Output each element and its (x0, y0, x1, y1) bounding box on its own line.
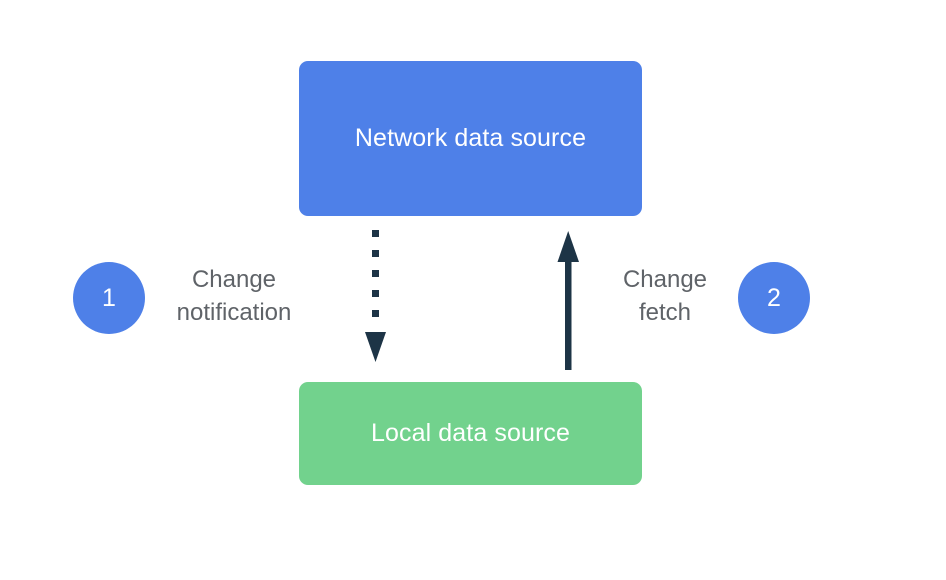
step-badge-1: 1 (73, 262, 145, 334)
node-network-data-source-label: Network data source (354, 124, 587, 153)
step-badge-2-number: 2 (767, 283, 781, 312)
edge-label-change-fetch: Change fetch (622, 266, 708, 326)
arrow-change-fetch-solid-up-icon (557, 231, 579, 370)
step-badge-1-number: 1 (102, 283, 116, 312)
arrow-change-notification-dotted-down-icon (365, 230, 386, 362)
step-badge-2: 2 (738, 262, 810, 334)
edge-label-change-notification: Change notification (176, 266, 292, 326)
node-network-data-source: Network data source (299, 61, 642, 216)
node-local-data-source: Local data source (299, 382, 642, 485)
node-local-data-source-label: Local data source (370, 419, 571, 448)
